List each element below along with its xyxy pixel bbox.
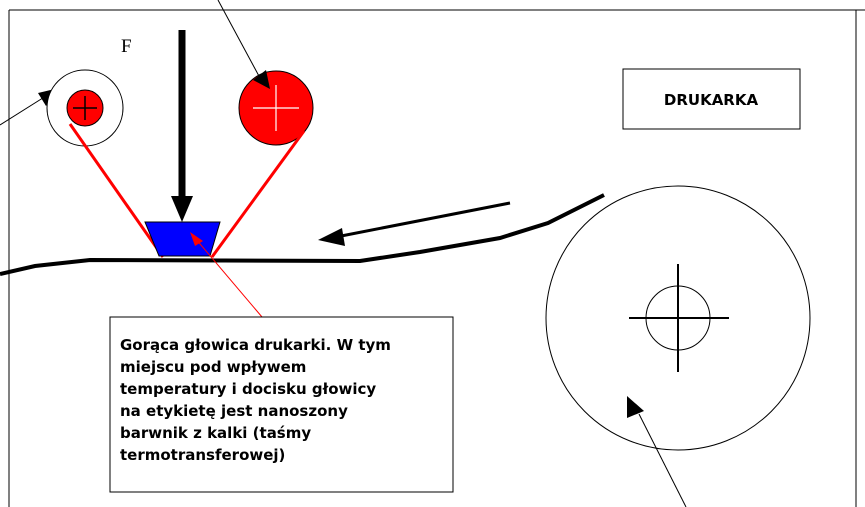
head-description-line-2: miejscu pod wpływem xyxy=(120,358,306,376)
ribbon-right-path xyxy=(210,130,306,258)
print-head xyxy=(144,221,221,257)
head-description-line-6: termotransferowej) xyxy=(120,446,285,464)
head-description-line-3: temperatury i docisku głowicy xyxy=(120,380,376,398)
bottom-pointer-arrowhead xyxy=(627,396,644,418)
label-web-path xyxy=(0,193,605,276)
head-description-text: Gorąca głowica drukarki. W tym miejscu p… xyxy=(120,336,391,464)
head-description-box xyxy=(109,316,454,493)
head-description-line-4: na etykietę jest nanoszony xyxy=(120,402,348,420)
force-arrow-head xyxy=(171,196,193,222)
ribbon-left-path xyxy=(68,123,165,258)
head-pointer-line xyxy=(194,237,263,318)
top-pointer-arrowhead xyxy=(253,70,270,89)
left-pointer-line xyxy=(0,95,47,126)
head-description-line-5: barwnik z kalki (taśmy xyxy=(120,424,311,442)
printer-label-box xyxy=(622,68,801,130)
force-label: F xyxy=(121,36,132,57)
head-pointer-arrowhead xyxy=(190,232,203,246)
printer-label: DRUKARKA xyxy=(664,91,759,109)
feed-direction-line xyxy=(335,201,511,239)
bottom-pointer-line xyxy=(638,413,687,507)
feed-direction-arrowhead xyxy=(318,228,345,246)
top-pointer-line xyxy=(217,0,261,79)
head-description-line-1: Gorąca głowica drukarki. W tym xyxy=(120,336,391,354)
